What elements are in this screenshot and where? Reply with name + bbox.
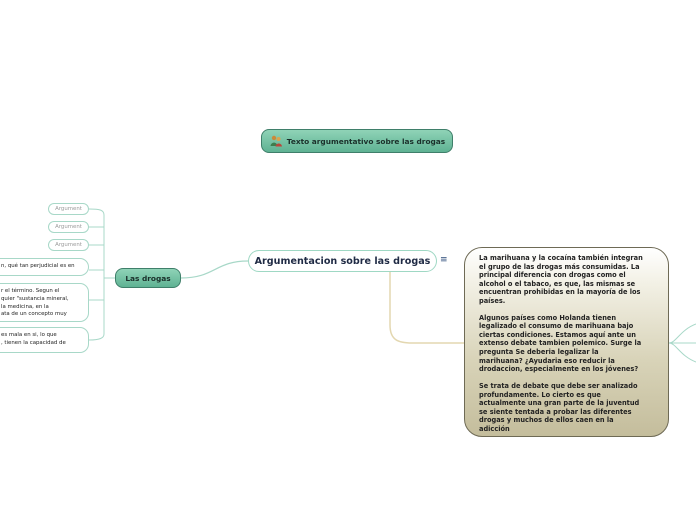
leaf-line: es mala en si, lo que [1,332,57,338]
leaf-node[interactable]: es mala en si, lo que , tienen la capaci… [0,327,89,353]
leaf-line: quier "sustancia mineral, [1,295,69,302]
menu-icon[interactable]: ≡ [440,255,448,265]
argument-label: Argument [55,242,82,248]
leaf-node[interactable]: n, qué tan perjudicial es en [0,258,89,276]
main-topic-label: Las drogas [125,273,171,283]
bubble-paragraph: Algunos países como Holanda tienen legal… [479,314,658,374]
central-topic-label: Argumentacion sobre las drogas [254,255,431,267]
main-topic-las-drogas[interactable]: Las drogas [115,268,181,288]
bubble-line: pregunta Se deberia legalizar la [479,348,599,357]
leaf-node[interactable]: r el término. Segun el quier "sustancia … [0,283,89,322]
argument-placeholder[interactable]: Argument [48,221,89,233]
bubble-line: marihuana? ¿Ayudaria eso reducir la [479,356,615,365]
bubble-line: Se trata de debate que debe ser analizad… [479,382,638,391]
bubble-line: alcohol o el tabaco, es que, las mismas … [479,279,636,288]
bubble-line: drogas y muchos de ellos caen en la [479,416,614,425]
central-topic[interactable]: Argumentacion sobre las drogas [248,250,437,272]
bubble-line: adicción [479,424,510,433]
argument-label: Argument [55,224,82,230]
bubble-line: principal diferencia con drogas como el [479,271,626,280]
bubble-line: profundamente. Lo cierto es que [479,390,601,399]
bubble-line: drodaccion, especialmente en los jóvenes… [479,365,639,374]
top-topic[interactable]: Texto argumentativo sobre las drogas [261,129,453,153]
bubble-line: actualmente una gran parte de la juventu… [479,399,640,408]
leaf-line: , tienen la capacidad de [1,339,66,346]
bubble-line: La marihuana y la cocaína también integr… [479,254,643,262]
argument-placeholder[interactable]: Argument [48,239,89,251]
bubble-line: Algunos países como Holanda tienen [479,313,617,322]
bubble-line: encuentran prohibidas en la mayoría de l… [479,288,641,297]
argument-placeholder[interactable]: Argument [48,203,89,215]
bubble-line: extenso debate tambien polemico. Surge l… [479,339,642,348]
bubble-line: el grupo de las drogas más consumidas. L… [479,262,640,271]
leaf-line: r el término. Segun el [1,288,60,294]
leaf-line: n, qué tan perjudicial es en [1,263,75,269]
leaf-line: la medicina, en la [1,303,49,310]
bubble-line: países. [479,296,506,305]
bubble-line: se siente tentada a probar las diferente… [479,407,632,416]
leaf-line: ata de un concepto muy [1,311,67,318]
bubble-paragraph: La marihuana y la cocaína también integr… [479,254,658,305]
text-bubble[interactable]: La marihuana y la cocaína también integr… [464,247,669,437]
bubble-line: ciertas condiciones. Estamos aquí ante u… [479,330,636,339]
bubble-line: legalizado el consumo de marihuana bajo [479,322,634,331]
bubble-paragraph: Se trata de debate que debe ser analizad… [479,382,658,433]
people-icon [269,135,283,147]
argument-label: Argument [55,206,82,212]
top-topic-label: Texto argumentativo sobre las drogas [286,136,446,146]
